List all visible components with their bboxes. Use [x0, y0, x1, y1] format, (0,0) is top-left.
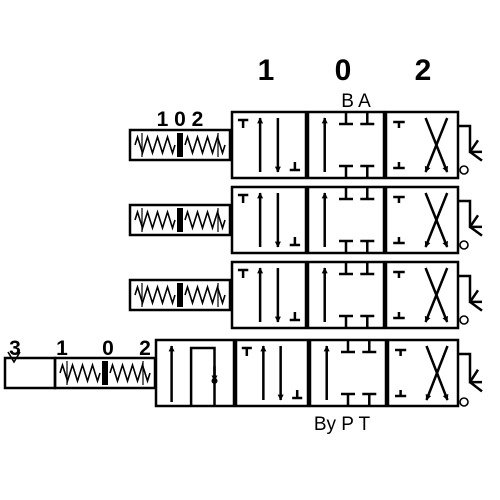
- inlet-body: [3, 356, 57, 390]
- envelope-crossed: [384, 185, 460, 255]
- lever-icon: [458, 274, 482, 304]
- spring-detent-icon: [134, 209, 176, 231]
- detent-label-1: 1: [56, 337, 68, 360]
- spring-detent-icon: [134, 284, 176, 306]
- flow-arrow-icon: [424, 117, 449, 173]
- envelope-crossed: [384, 110, 460, 180]
- lever-pivot: [459, 315, 469, 325]
- port-labels-bottom: By P T: [314, 414, 371, 435]
- envelope-crossed: [384, 260, 460, 330]
- valve-section-3: [128, 260, 483, 330]
- spring-detent-icon: [184, 134, 226, 156]
- detent-block: [177, 283, 183, 307]
- lever-icon: [469, 150, 483, 162]
- spring-detent-box: [128, 203, 232, 237]
- lever-pivot: [459, 240, 469, 250]
- valve-section-2: [128, 185, 483, 255]
- valve-section-4: [3, 338, 483, 408]
- flow-arrow-icon: [425, 345, 449, 401]
- lever-icon: [458, 199, 482, 229]
- spring-detent-icon: [184, 209, 226, 231]
- flow-arrow-icon: [424, 192, 449, 248]
- envelope-parallel: [230, 185, 308, 255]
- spring-detent-icon: [134, 134, 176, 156]
- detent-label-3: 3: [9, 337, 21, 360]
- envelope-crossed: [386, 338, 460, 408]
- spring-detent-box: [128, 278, 232, 312]
- envelope-parallel: [234, 338, 310, 408]
- detent-label-section-1: 1 0 2: [157, 108, 204, 131]
- detent-block: [177, 208, 183, 232]
- lever-icon: [468, 289, 480, 303]
- position-label-0: 0: [335, 54, 352, 87]
- bypass-line: [189, 346, 216, 406]
- detent-block: [102, 361, 108, 385]
- lever-icon: [458, 352, 482, 384]
- lever-icon: [468, 369, 480, 383]
- flow-arrow-icon: [424, 267, 449, 323]
- check-valve-icon: [7, 351, 21, 364]
- detent-label-2: 2: [139, 337, 151, 360]
- detent-block: [177, 133, 183, 157]
- lever-icon: [468, 139, 480, 153]
- detent-label-0: 0: [102, 337, 114, 360]
- position-label-2: 2: [415, 54, 432, 87]
- position-label-1: 1: [258, 54, 275, 87]
- envelope-inlet-bypass: [154, 338, 236, 408]
- lever-icon: [468, 214, 480, 228]
- lever-icon: [469, 225, 483, 237]
- envelope-parallel: [230, 260, 308, 330]
- lever-pivot: [459, 397, 469, 407]
- spring-detent-icon: [59, 362, 101, 384]
- port-labels-top: B A: [341, 91, 371, 112]
- lever-icon: [458, 124, 482, 154]
- spring-detent-icon: [109, 362, 151, 384]
- spring-detent-box: [128, 128, 232, 162]
- lever-pivot: [459, 165, 469, 175]
- valve-section-1: [128, 110, 483, 180]
- lever-icon: [469, 381, 483, 393]
- envelope-parallel: [230, 110, 308, 180]
- lever-icon: [469, 300, 483, 312]
- spring-detent-icon: [184, 284, 226, 306]
